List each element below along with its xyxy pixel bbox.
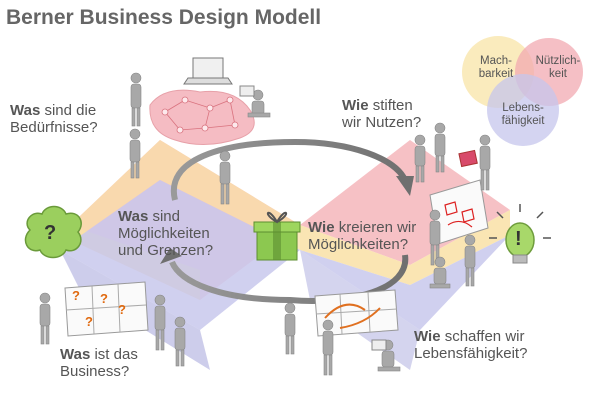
person-figure	[479, 134, 491, 191]
process-board	[314, 289, 399, 337]
person-figure	[154, 294, 166, 351]
question-viability: Wie schaffen wir Lebensfähigkeit?	[414, 328, 527, 362]
person-figure	[247, 89, 271, 118]
person-figure	[434, 122, 446, 173]
venn-label-viability: Lebens- fähigkeit	[494, 102, 552, 128]
cycle-arrows	[160, 138, 414, 304]
cycle-arrow-top	[170, 138, 408, 201]
question-viability-keyword: Wie	[414, 328, 441, 345]
needs-network-map	[149, 89, 255, 146]
person-figure	[429, 209, 441, 266]
question-business-line1: ist das	[90, 346, 138, 363]
person-figure	[174, 316, 186, 367]
person-figure	[39, 292, 51, 345]
question-needs: Was sind die Bedürfnisse?	[10, 102, 98, 136]
venn-label-usefulness: Nützlich- keit	[528, 55, 588, 81]
venn-label-usefulness-line2: keit	[549, 68, 567, 80]
person-figure	[429, 256, 451, 289]
right-pyramid-middle-band	[300, 210, 510, 285]
question-business: Was ist das Business?	[60, 346, 138, 380]
people-figures	[39, 72, 491, 376]
venn-label-viability-line2: fähigkeit	[501, 115, 545, 127]
board-question-mark: ?	[72, 288, 80, 303]
venn-diagram	[462, 36, 583, 146]
venn-label-desirability-line1: Mach-	[480, 55, 512, 67]
question-create-line2: Möglichkeiten?	[308, 236, 409, 253]
question-cloud-mark: ?	[44, 222, 57, 244]
right-pyramid-bottom-face	[300, 235, 510, 330]
bulb-exclamation-mark: !	[515, 228, 522, 250]
question-benefit-line2: wir Nutzen?	[342, 114, 422, 131]
person-figure	[322, 319, 334, 376]
question-business-line2: Business?	[60, 363, 130, 380]
venn-label-usefulness-line1: Nützlich-	[535, 55, 581, 67]
question-create-keyword: Wie	[308, 219, 335, 236]
question-create-line1: kreieren wir	[334, 219, 417, 236]
venn-label-desirability-line2: barkeit	[478, 68, 514, 80]
monitor-icon	[239, 85, 255, 97]
question-possibilities-line1: sind	[148, 208, 180, 225]
question-business-keyword: Was	[60, 346, 91, 363]
question-board	[64, 281, 149, 337]
person-figure	[414, 134, 426, 183]
left-pyramid-yellow-band	[60, 140, 300, 250]
board-question-mark: ?	[85, 314, 93, 329]
lightbulb-icon	[489, 204, 551, 264]
question-benefit-keyword: Wie	[342, 97, 369, 114]
question-viability-line2: Lebensfähigkeit?	[414, 345, 528, 362]
question-viability-line1: schaffen wir	[440, 328, 525, 345]
question-benefit-line1: stiften	[368, 97, 413, 114]
person-figure	[130, 72, 142, 127]
question-needs-line1: sind die	[40, 102, 97, 119]
question-needs-line2: Bedürfnisse?	[10, 119, 98, 136]
cycle-arrow-top-head	[396, 176, 414, 196]
question-possibilities-line3: und Grenzen?	[118, 242, 214, 259]
page-title: Berner Business Design Modell	[6, 6, 322, 29]
board-question-mark: ?	[118, 302, 126, 317]
gift-icon	[253, 211, 301, 261]
person-figure	[464, 234, 476, 287]
laptop-icon	[183, 57, 233, 85]
question-possibilities-keyword: Was	[118, 208, 149, 225]
cycle-arrow-bottom	[169, 254, 409, 304]
package-icon	[458, 149, 478, 168]
question-cloud-icon	[24, 205, 82, 259]
venn-label-viability-line1: Lebens-	[502, 102, 544, 114]
venn-circle-viability	[487, 74, 559, 146]
person-figure	[284, 302, 296, 355]
question-create: Wie kreieren wir Möglichkeiten?	[308, 219, 416, 253]
question-possibilities-line2: Möglichkeiten	[118, 225, 210, 242]
venn-label-desirability: Mach- barkeit	[470, 55, 522, 81]
monitor-icon	[371, 339, 387, 351]
board-question-mark: ?	[100, 291, 108, 306]
sketch-board	[429, 179, 489, 245]
person-figure	[219, 150, 231, 205]
question-benefit: Wie stiften wir Nutzen?	[342, 97, 421, 131]
question-needs-keyword: Was	[10, 102, 41, 119]
person-figure	[129, 128, 141, 179]
question-possibilities: Was sind Möglichkeiten und Grenzen?	[118, 208, 213, 259]
cycle-arrow-bottom-head	[160, 248, 182, 264]
